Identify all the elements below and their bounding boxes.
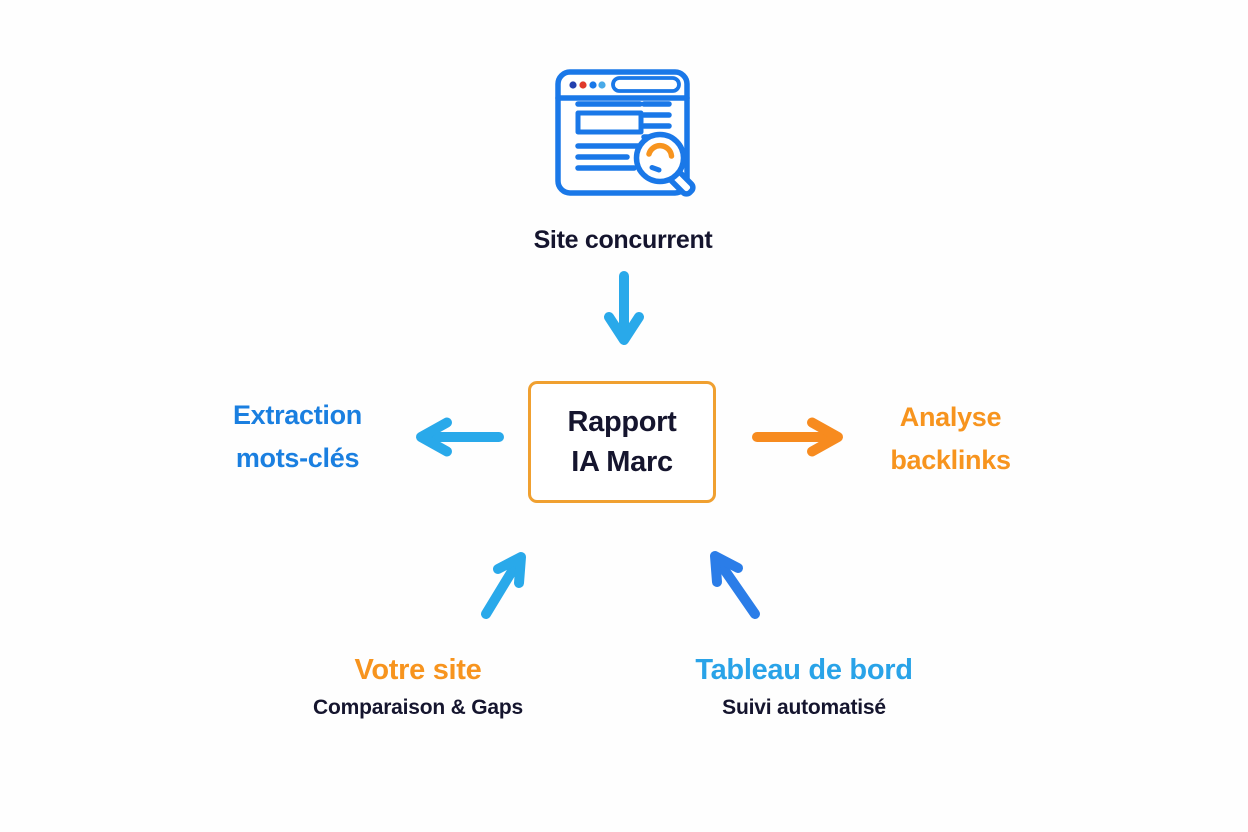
arrow-top-to-center — [604, 271, 644, 345]
magnifier-orange-arc — [646, 142, 675, 159]
left-node-line1: Extraction — [232, 400, 363, 430]
browser-dot — [589, 81, 597, 89]
top-node-label: Site concurrent — [533, 226, 713, 254]
bottom-left-node: Votre site Comparaison & Gaps — [248, 653, 588, 720]
arrow-bottom-right-to-center — [710, 551, 760, 619]
right-node-line2: backlinks — [890, 445, 1011, 475]
right-node-label: Analyse backlinks — [793, 396, 1108, 482]
magnifier-icon — [633, 131, 696, 197]
bottom-right-subtitle: Suivi automatisé — [722, 696, 886, 719]
browser-dot — [569, 81, 577, 89]
center-node-box: Rapport IA Marc — [528, 381, 716, 503]
center-node-line1: Rapport — [567, 406, 677, 438]
bottom-left-title: Votre site — [354, 654, 482, 686]
bottom-right-title: Tableau de bord — [695, 654, 913, 686]
right-node-line1: Analyse — [899, 402, 1002, 432]
browser-dot — [598, 81, 606, 89]
left-node-label: Extraction mots-clés — [140, 394, 455, 480]
bottom-right-node: Tableau de bord Suivi automatisé — [634, 653, 974, 720]
bottom-left-subtitle: Comparaison & Gaps — [313, 696, 523, 719]
address-bar-icon — [611, 76, 681, 93]
left-node-line2: mots-clés — [235, 443, 360, 473]
browser-search-icon — [555, 69, 696, 197]
browser-window-icon — [555, 69, 690, 196]
arrow-bottom-left-to-center — [481, 552, 526, 619]
browser-dot — [579, 81, 587, 89]
center-node-line2: IA Marc — [571, 446, 673, 478]
